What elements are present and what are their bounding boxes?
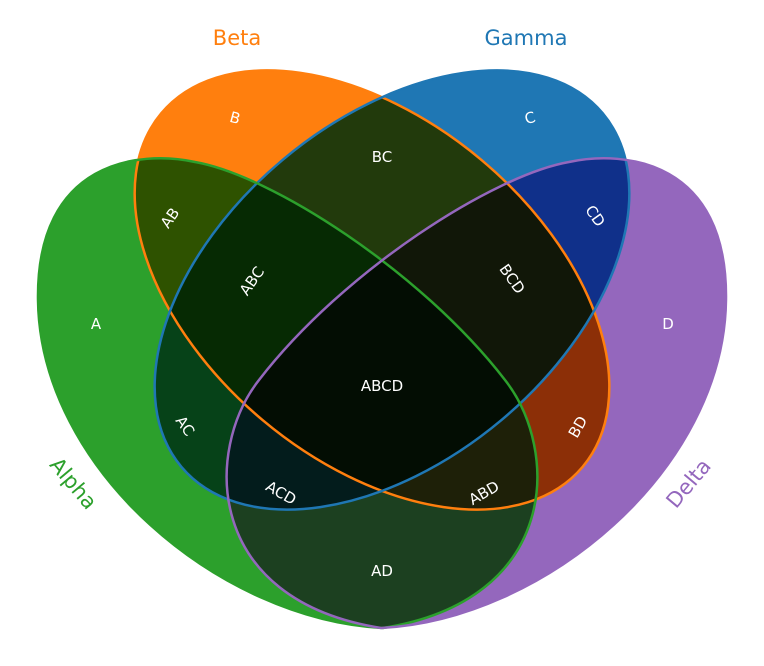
set-title-beta: Beta xyxy=(213,26,261,50)
region-label-a: A xyxy=(91,315,102,333)
set-gamma-outline xyxy=(153,69,631,511)
set-alpha-outline xyxy=(36,157,539,630)
region-label-d: D xyxy=(662,315,674,333)
set-delta-outline xyxy=(225,157,728,630)
region-label-abcd: ABCD xyxy=(361,377,403,395)
region-label-ad: AD xyxy=(371,562,393,580)
region-label-b: B xyxy=(228,108,243,128)
region-label-bc: BC xyxy=(372,148,393,166)
set-title-gamma: Gamma xyxy=(485,26,568,50)
region-label-c: C xyxy=(523,108,538,128)
set-beta-outline xyxy=(133,69,611,511)
